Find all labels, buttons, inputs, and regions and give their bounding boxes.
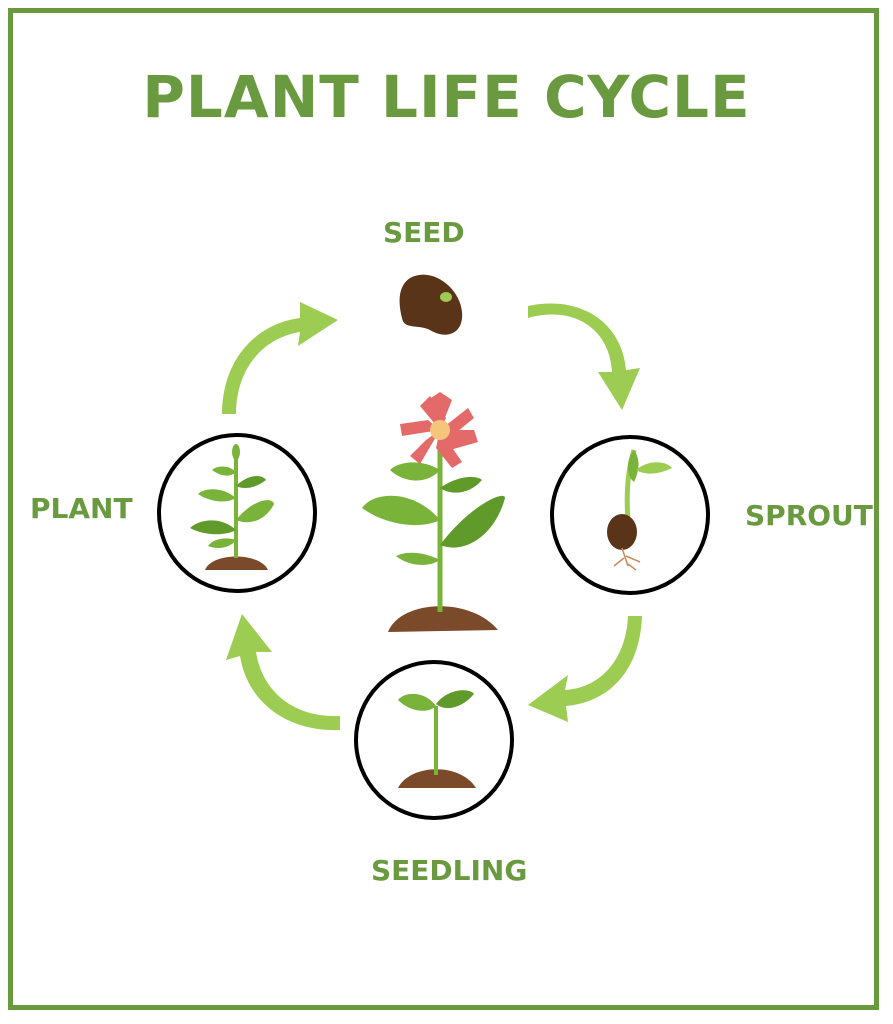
page-title: PLANT LIFE CYCLE: [142, 63, 751, 131]
cycle-arrow-icon: [226, 614, 340, 731]
seedling-icon: [398, 690, 476, 788]
stage-label-plant: PLANT: [30, 492, 133, 525]
plant-icon: [190, 444, 274, 570]
page-border: [8, 8, 879, 1010]
cycle-arrow-icon: [528, 303, 640, 410]
sprout-icon: [607, 449, 672, 571]
seed-icon: [399, 274, 463, 335]
stage-label-sprout: SPROUT: [745, 499, 873, 532]
flower-icon: [362, 392, 505, 632]
cycle-arrow-icon: [222, 302, 338, 414]
stage-label-seedling: SEEDLING: [371, 854, 528, 887]
stage-label-seed: SEED: [383, 216, 465, 249]
cycle-arrow-icon: [528, 616, 642, 722]
